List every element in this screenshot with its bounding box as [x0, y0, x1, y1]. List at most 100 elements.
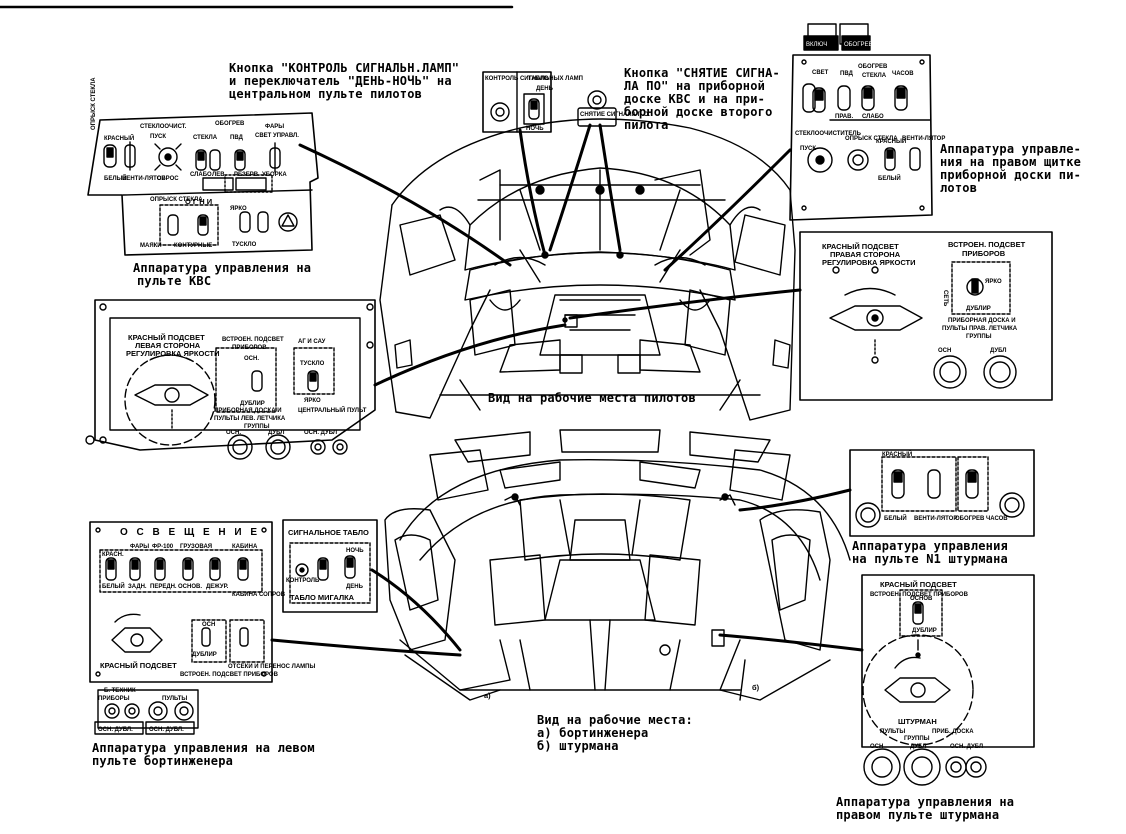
eng-toggle-front[interactable] — [154, 557, 166, 581]
nav-right-brightness-knob[interactable] — [910, 682, 926, 698]
lw-label-red: КРАСНЫЙ ПОДСВЕТ — [128, 333, 205, 342]
kvs-rotary-knob[interactable] — [154, 143, 182, 171]
lw-dubl2-knob[interactable] — [332, 439, 348, 455]
rw-label-dash: ПРИБОРНАЯ ДОСКА И — [948, 318, 1016, 324]
rp-label-gear: ПВД — [840, 71, 854, 77]
rp-label-clock: ЧАСОВ — [892, 71, 914, 77]
eng-toggle-cabin[interactable] — [237, 557, 249, 581]
lw-brightness-knob[interactable] — [164, 387, 180, 403]
eng-toggle-duty[interactable] — [209, 557, 221, 581]
right-pilot-toggle-4[interactable] — [894, 85, 908, 111]
eng-label-front: ПЕРЕДН. — [150, 584, 177, 590]
right-pilot-rotary[interactable] — [807, 147, 833, 173]
eng-label-fr100: ФР-100 — [152, 544, 174, 550]
nav-right-knob-4[interactable] — [965, 756, 987, 778]
right-pilot-spray-button[interactable] — [847, 149, 869, 171]
lw-label-osn-dubl: ОСН. ДУБЛ — [304, 430, 337, 436]
lw-label-dash: ПРИБОРНАЯ ДОСКА И — [214, 408, 282, 414]
lw-label-dubl2: ДУБЛ — [268, 430, 284, 436]
lw-label-groups: ГРУППЫ — [244, 424, 270, 430]
kvs-toggle-3[interactable] — [195, 149, 207, 171]
right-pilot-toggle-6[interactable] — [909, 147, 921, 171]
nav1-right-knob[interactable] — [999, 492, 1025, 518]
kvs-toggle-2[interactable] — [124, 141, 136, 171]
lw-builtin-switch[interactable] — [251, 370, 263, 392]
lw-osn-knob[interactable] — [310, 439, 326, 455]
eng-toggle-dubl[interactable] — [201, 627, 211, 647]
eng-toggle-compartments[interactable] — [239, 627, 249, 647]
kvs-label-marker: МАЯКИ — [140, 243, 162, 249]
kvs-lights-toggle-4[interactable] — [257, 211, 269, 233]
nav1-left-knob[interactable] — [855, 502, 881, 528]
nav1-vent-switch[interactable] — [927, 469, 941, 499]
kvs-lights-toggle-2[interactable] — [197, 214, 209, 236]
nav1-label-red: КРАСНЫЙ — [882, 450, 912, 458]
eng-label-osn-dubl-a: ОСН. ДУБЛ. — [98, 727, 133, 733]
eng-red-backlight-knob[interactable] — [130, 633, 144, 647]
rp-label-heat: ОБОГРЕВ — [858, 64, 888, 70]
eng-label-lighting: О С В Е Щ Е Н И Е — [120, 527, 260, 538]
nr-label-navigator: ШТУРМАН — [898, 717, 937, 726]
nav-right-knob-3[interactable] — [945, 756, 967, 778]
signal-board-panel: СИГНАЛЬНОЕ ТАБЛО НОЧЬ ДЕНЬ КОНТРОЛЬ ТАБЛ… — [282, 519, 378, 613]
right-pilot-toggle-2[interactable] — [837, 85, 851, 111]
right-wall-main-knob[interactable] — [933, 355, 967, 389]
kvs-toggle-1[interactable] — [103, 144, 117, 168]
rp-label-light: СВЕТ — [812, 70, 829, 76]
rw-label-brightness: РЕГУЛИРОВКА ЯРКОСТИ — [822, 258, 916, 267]
rp-label-red: КРАСНЫЙ — [876, 137, 906, 145]
nav-right-knob-1[interactable] — [863, 748, 901, 786]
kvs-toggle-4[interactable] — [209, 149, 221, 171]
callout-po-signal: Кнопка "СНЯТИЕ СИГНА- ЛА ПО" на приборно… — [624, 66, 780, 132]
nr-label-dubl2: ДУБЛ — [910, 744, 926, 750]
right-pilot-toggle-1[interactable] — [812, 87, 826, 113]
eng-knob-4[interactable] — [174, 701, 194, 721]
day-night-switch[interactable] — [528, 98, 540, 120]
eng-knob-1[interactable] — [104, 703, 120, 719]
eng-label-main: ОСНОВ. — [178, 584, 202, 590]
signal-lamp-label: КОНТРОЛЬ СИГНАЛЬНЫХ ЛАМП — [485, 76, 583, 82]
nav-right-builtin-switch[interactable] — [912, 601, 924, 625]
lw-dubl-knob[interactable] — [265, 434, 291, 460]
po-signal-label: СНЯТИЕ СИГНАЛА П.О. — [580, 112, 650, 118]
right-wall-brightness-knob[interactable] — [866, 309, 884, 327]
kvs-toggle-6[interactable] — [269, 142, 281, 173]
eng-knob-2[interactable] — [124, 703, 140, 719]
signal-lamp-button[interactable] — [490, 102, 510, 122]
left-wall-panel: КРАСНЫЙ ПОДСВЕТ ЛЕВАЯ СТОРОНА РЕГУЛИРОВК… — [85, 299, 376, 460]
eng-knob-3[interactable] — [148, 701, 168, 721]
kvs-label-ctrl-light: СВЕТ УПРАВЛ. — [255, 133, 299, 139]
nav1-red-white-switch[interactable] — [891, 469, 905, 499]
eng-label-headlights: ФАРЫ — [130, 544, 149, 550]
nr-label-panels: ПУЛЬТЫ — [880, 729, 905, 735]
nav1-label-white: БЕЛЫЙ — [884, 514, 907, 522]
lw-label-osn: ОСН. — [226, 430, 241, 436]
kvs-toggle-5[interactable] — [234, 149, 246, 171]
lw-main-knob[interactable] — [227, 434, 253, 460]
signal-board-day-night-switch[interactable] — [344, 555, 356, 579]
kvs-label-vent: ВЕНТИ-ЛЯТОР — [122, 176, 165, 182]
nr-label-osn: ОСН — [870, 744, 883, 750]
lw-label-dubl: ДУБЛИР — [240, 401, 265, 407]
signal-board-control-button[interactable] — [295, 563, 309, 577]
kvs-panel: ОПРЫСК СТЕКЛА КРАСНЫЙ СТЕКЛООЧИСТ. ПУСК … — [87, 77, 319, 256]
leader-lines — [270, 123, 864, 657]
right-pilot-toggle-5[interactable] — [884, 147, 896, 171]
kvs-lights-toggle-1[interactable] — [167, 214, 179, 236]
po-signal-button[interactable] — [587, 90, 607, 110]
engineer-lighting-panel: О С В Е Щ Е Н И Е ФАРЫ ФР-100 ГРУЗОВАЯ К… — [89, 521, 315, 735]
rp-label-wiper: СТЕКЛООЧИСТИТЕЛЬ — [795, 131, 862, 137]
nav1-heat-switch[interactable] — [965, 469, 979, 499]
eng-toggle-red[interactable] — [105, 557, 117, 581]
nav-right-knob-2[interactable] — [903, 748, 941, 786]
lw-ag-switch[interactable] — [307, 370, 319, 392]
right-pilot-toggle-3[interactable] — [861, 85, 875, 111]
right-wall-dubl-knob[interactable] — [983, 355, 1017, 389]
signal-board-flasher-switch[interactable] — [317, 557, 329, 581]
eng-toggle-main[interactable] — [182, 557, 194, 581]
kvs-lights-toggle-3[interactable] — [239, 211, 251, 233]
kvs-label-pvd: ПВД — [230, 135, 244, 141]
eng-toggle-rear[interactable] — [129, 557, 141, 581]
pilot-cockpit-view — [379, 118, 796, 421]
